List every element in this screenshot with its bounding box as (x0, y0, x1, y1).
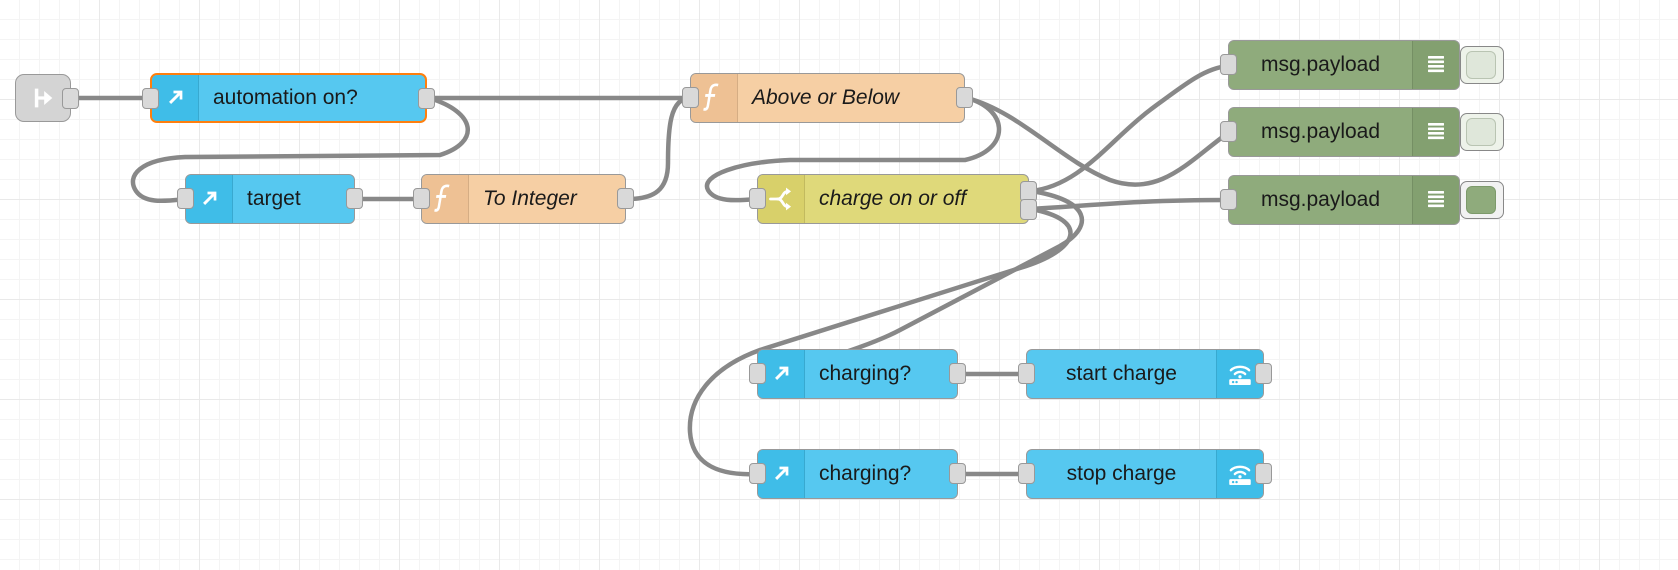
port-output[interactable] (62, 88, 79, 109)
node-debug-3[interactable]: msg.payload (1220, 175, 1504, 225)
port-output[interactable] (346, 188, 363, 209)
port-input[interactable] (682, 87, 699, 108)
debug-list-icon (1412, 41, 1459, 89)
link-in-icon (29, 84, 57, 112)
port-output[interactable] (949, 463, 966, 484)
node-label: charge on or off (819, 187, 967, 210)
node-charging-1[interactable]: charging? (749, 349, 966, 399)
node-label: msg.payload (1260, 120, 1381, 143)
node-label: charging? (819, 362, 912, 385)
port-input[interactable] (1018, 463, 1035, 484)
debug-enable-toggle[interactable] (1460, 113, 1504, 151)
port-input[interactable] (749, 188, 766, 209)
port-input[interactable] (413, 188, 430, 209)
port-input[interactable] (749, 463, 766, 484)
node-debug-2[interactable]: msg.payload (1220, 107, 1504, 157)
debug-toggle-knob (1466, 186, 1496, 214)
node-label: stop charge (1066, 462, 1177, 485)
node-label: start charge (1066, 362, 1177, 385)
node-label: To Integer (483, 187, 577, 210)
port-input[interactable] (142, 88, 159, 109)
arrow-up-right-icon (152, 75, 199, 121)
port-input[interactable] (749, 363, 766, 384)
debug-enable-toggle[interactable] (1460, 46, 1504, 84)
node-label: automation on? (213, 86, 358, 109)
port-input[interactable] (1220, 189, 1237, 210)
node-label: msg.payload (1260, 188, 1381, 211)
node-start-charge[interactable]: start charge (1018, 349, 1272, 399)
port-output[interactable] (418, 88, 435, 109)
port-input[interactable] (1220, 54, 1237, 75)
port-input[interactable] (177, 188, 194, 209)
port-output[interactable] (1255, 363, 1272, 384)
wire-charge-debug3 (1028, 197, 1231, 212)
node-debug-1[interactable]: msg.payload (1220, 40, 1504, 90)
port-input[interactable] (1018, 363, 1035, 384)
debug-list-icon (1412, 176, 1459, 224)
wire-above-debug2 (964, 95, 1231, 187)
node-stop-charge[interactable]: stop charge (1018, 449, 1272, 499)
port-output[interactable] (949, 363, 966, 384)
wire-charge-debug1 (1028, 63, 1231, 194)
node-above-or-below[interactable]: Above or Below (682, 73, 973, 123)
node-charging-2[interactable]: charging? (749, 449, 966, 499)
node-label: Above or Below (752, 86, 900, 109)
wire-tointeger-above (625, 95, 693, 202)
node-automation-on[interactable]: automation on? (142, 73, 435, 123)
node-label: charging? (819, 462, 912, 485)
node-label: msg.payload (1260, 53, 1381, 76)
node-label: target (247, 187, 301, 210)
port-input[interactable] (1220, 121, 1237, 142)
port-output-2[interactable] (1020, 199, 1037, 220)
node-link-in[interactable] (15, 74, 79, 122)
port-output[interactable] (617, 188, 634, 209)
wire-charge-charging2 (687, 206, 1073, 477)
port-output[interactable] (1255, 463, 1272, 484)
debug-toggle-knob (1466, 118, 1496, 146)
node-charge-on-or-off[interactable]: charge on or off (749, 174, 1037, 224)
node-target[interactable]: target (177, 174, 363, 224)
debug-enable-toggle[interactable] (1460, 181, 1504, 219)
node-to-integer[interactable]: To Integer (413, 174, 634, 224)
debug-toggle-knob (1466, 51, 1496, 79)
debug-list-icon (1412, 108, 1459, 156)
port-output[interactable] (956, 87, 973, 108)
